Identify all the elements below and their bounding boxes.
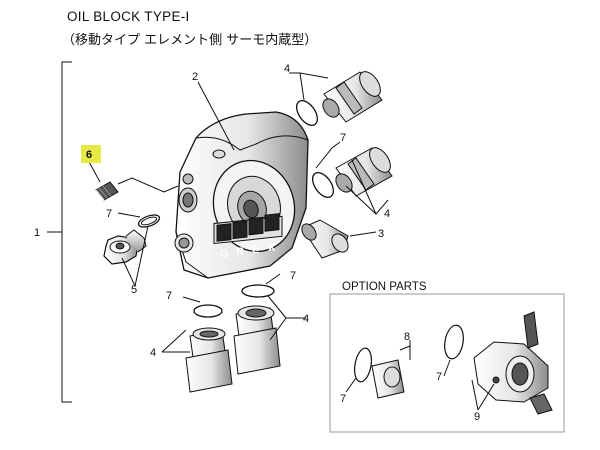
fitting-mid-right	[311, 147, 393, 199]
brand-plate-letters	[216, 213, 280, 242]
callout-7-bottom-right: 7	[290, 270, 296, 282]
option-ring-right	[444, 324, 464, 360]
callout-5: 5	[131, 284, 137, 296]
callout-4-top-right: 4	[284, 63, 290, 75]
brand-letter: X	[268, 242, 276, 254]
callout-9: 9	[474, 411, 480, 423]
callout-7-bottom-left: 7	[166, 290, 172, 302]
callout-1: 1	[34, 227, 40, 239]
callout-7-option-left: 7	[340, 393, 346, 405]
diagram-title: OIL BLOCK TYPE-I	[67, 9, 190, 24]
fitting-bottom-right	[233, 284, 281, 375]
callout-7-upper: 7	[340, 132, 346, 144]
fitting-top-right	[295, 71, 383, 127]
brand-letter: R	[236, 246, 244, 258]
selected-part-highlight	[81, 145, 101, 163]
callout-4-bottom-left: 4	[150, 347, 156, 359]
assembly-bracket	[61, 61, 72, 403]
callout-4-bottom-right: 4	[303, 313, 309, 325]
callout-2: 2	[192, 71, 198, 83]
callout-6: 6	[86, 149, 92, 161]
oil-block-body	[174, 111, 309, 279]
callout-4-mid-right: 4	[384, 208, 390, 220]
callout-7-plug: 7	[106, 208, 112, 220]
fitting-bottom-left	[185, 304, 233, 393]
set-screw-part	[95, 181, 119, 201]
diagram-subtitle: （移動タイプ エレメント側 サーモ内蔵型）	[62, 33, 318, 48]
thermo-plug-part	[301, 219, 349, 259]
brand-letter: E	[252, 244, 259, 256]
drain-plug-part	[103, 214, 161, 265]
brand-letter: G	[220, 248, 229, 260]
option-ring-left	[353, 347, 373, 383]
callout-3: 3	[378, 228, 384, 240]
option-parts-title: OPTION PARTS	[342, 281, 427, 293]
callout-7-option-right: 7	[436, 371, 442, 383]
callout-8: 8	[404, 331, 410, 343]
option-fitting-8	[371, 359, 405, 399]
